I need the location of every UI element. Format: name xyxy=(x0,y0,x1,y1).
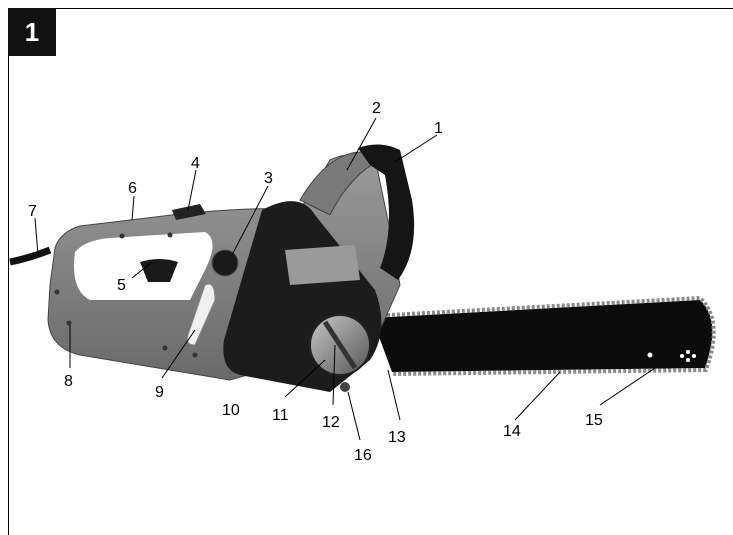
callout-7: 7 xyxy=(28,203,37,220)
callout-13: 13 xyxy=(388,429,406,446)
callout-16: 16 xyxy=(354,447,372,464)
figure-number-badge: 1 xyxy=(8,8,56,56)
frame-top-rule xyxy=(8,8,733,9)
callout-1: 1 xyxy=(434,120,443,137)
frame-left-rule xyxy=(8,8,9,535)
callout-11: 11 xyxy=(272,407,289,424)
callout-14: 14 xyxy=(503,423,521,440)
power-cable xyxy=(9,246,52,266)
callout-10: 10 xyxy=(222,402,240,419)
leader-lines xyxy=(34,117,656,441)
callout-5: 5 xyxy=(117,277,126,294)
motor-housing xyxy=(47,144,415,392)
callout-4: 4 xyxy=(191,155,200,172)
guide-bar xyxy=(371,295,716,376)
callout-15: 15 xyxy=(585,412,603,429)
callout-2: 2 xyxy=(372,100,381,117)
callout-9: 9 xyxy=(155,384,164,401)
callout-3: 3 xyxy=(264,170,273,187)
callout-12: 12 xyxy=(322,414,340,431)
callout-6: 6 xyxy=(128,180,137,197)
callout-8: 8 xyxy=(64,373,73,390)
